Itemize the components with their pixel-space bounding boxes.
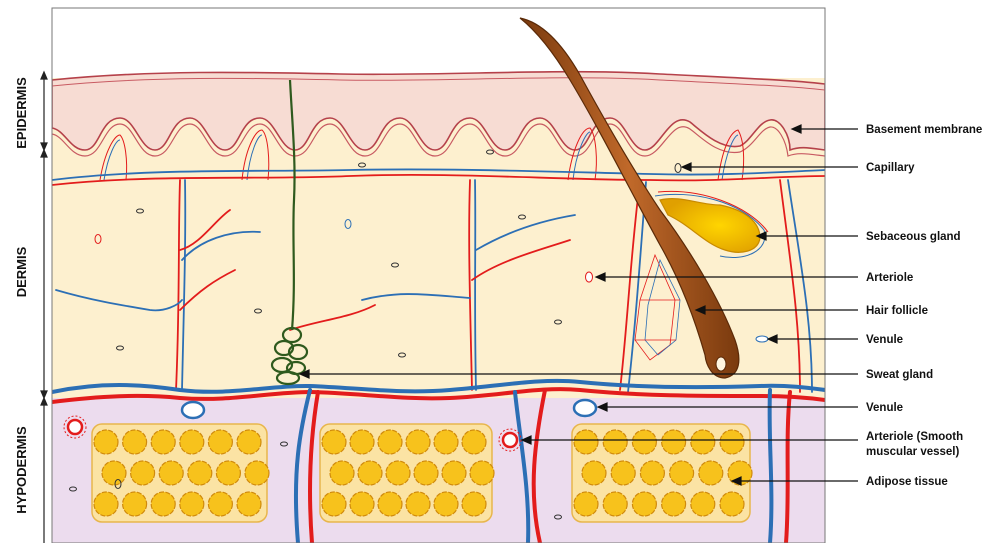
label-basement-membrane: Basement membrane: [866, 124, 982, 136]
fat-cell: [699, 461, 723, 485]
fat-cell: [245, 461, 269, 485]
fat-cell: [208, 430, 232, 454]
label-sebaceous-gland: Sebaceous gland: [866, 231, 961, 243]
layer-brackets: [41, 72, 47, 543]
fat-cell: [691, 492, 715, 516]
fat-cell: [720, 430, 744, 454]
label-venule-dermis: Venule: [866, 334, 903, 346]
fat-cell: [691, 430, 715, 454]
fat-cell: [216, 461, 240, 485]
fat-cell: [330, 461, 354, 485]
fat-cell: [208, 492, 232, 516]
fat-cell: [350, 492, 374, 516]
fat-cell: [640, 461, 664, 485]
fat-cell: [462, 492, 486, 516]
fat-cell: [442, 461, 466, 485]
label-capillary: Capillary: [866, 162, 915, 174]
fat-cell: [720, 492, 744, 516]
fat-cell: [94, 430, 118, 454]
dermis-arteriole: [586, 272, 593, 282]
label-arteriole: Arteriole: [866, 272, 913, 284]
fat-cell: [94, 492, 118, 516]
fat-cell: [582, 461, 606, 485]
label-venule-hypodermis: Venule: [866, 402, 903, 414]
hair-bulb-papilla: [716, 357, 726, 371]
fat-cell: [188, 461, 212, 485]
fat-cell: [414, 461, 438, 485]
fat-cell: [131, 461, 155, 485]
fat-cell: [574, 492, 598, 516]
fat-cell: [611, 461, 635, 485]
fat-cell: [662, 492, 686, 516]
fat-cell: [151, 430, 175, 454]
fat-cell: [123, 492, 147, 516]
fat-cell: [322, 430, 346, 454]
fat-cell: [180, 430, 204, 454]
fat-cell: [603, 430, 627, 454]
hypodermis-venule: [574, 400, 596, 416]
fat-cell: [632, 492, 656, 516]
fat-cell: [123, 430, 147, 454]
fat-cell: [159, 461, 183, 485]
layer-label-epidermis: EPIDERMIS: [14, 77, 29, 149]
fat-cell: [434, 492, 458, 516]
label-adipose-tissue: Adipose tissue: [866, 476, 948, 488]
label-hair-follicle: Hair follicle: [866, 305, 928, 317]
fat-cell: [151, 492, 175, 516]
fat-cell: [462, 430, 486, 454]
fat-cell: [662, 430, 686, 454]
fat-cell: [603, 492, 627, 516]
fat-cell: [358, 461, 382, 485]
dermis-venule: [756, 336, 768, 342]
fat-cell: [406, 430, 430, 454]
hypodermis-venule-left: [182, 402, 204, 418]
layer-label-dermis: DERMIS: [14, 246, 29, 297]
label-sweat-gland: Sweat gland: [866, 369, 933, 381]
fat-cell: [102, 461, 126, 485]
fat-cell: [350, 430, 374, 454]
fat-cell: [434, 430, 458, 454]
fat-cell: [378, 492, 402, 516]
fat-cell: [322, 492, 346, 516]
fat-cell: [180, 492, 204, 516]
fat-cell: [670, 461, 694, 485]
fat-cell: [386, 461, 410, 485]
fat-cell: [237, 430, 261, 454]
fat-cell: [470, 461, 494, 485]
fat-cell: [632, 430, 656, 454]
fat-cell: [237, 492, 261, 516]
fat-cell: [406, 492, 430, 516]
label-arteriole-smooth-muscular: Arteriole (Smooth muscular vessel): [866, 431, 966, 458]
fat-cell: [378, 430, 402, 454]
fat-cell: [574, 430, 598, 454]
adipose-lobules: [92, 424, 752, 522]
layer-label-hypodermis: HYPODERMIS: [14, 426, 29, 514]
